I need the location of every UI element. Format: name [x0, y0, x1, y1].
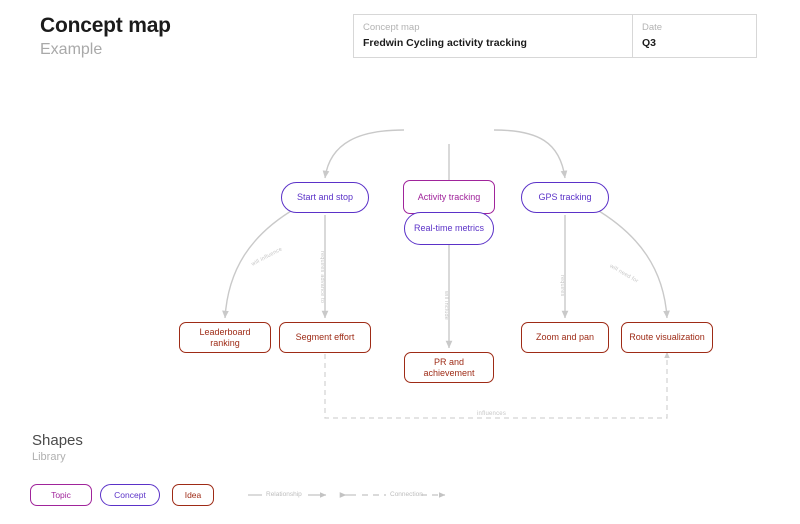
- node-label: Segment effort: [295, 332, 355, 342]
- legend-shape-label: Topic: [51, 490, 71, 500]
- meta-value-date: Q3: [642, 37, 657, 49]
- meta-label-date: Date: [642, 22, 663, 33]
- legend-shape-label: Concept: [114, 490, 146, 500]
- node-start-and-stop[interactable]: Start and stop: [281, 182, 369, 213]
- node-activity-tracking[interactable]: Activity tracking: [403, 180, 495, 214]
- document-meta-table: Concept map Fredwin Cycling activity tra…: [353, 14, 757, 58]
- meta-cell-date: Date Q3: [633, 15, 756, 57]
- legend-line-label-connection: Connection: [390, 491, 423, 498]
- edge-label-requires: requires: [559, 275, 565, 297]
- meta-value-concept-map: Fredwin Cycling activity tracking: [363, 37, 527, 49]
- node-label: Route visualization: [629, 332, 705, 342]
- legend-line-icons: [248, 492, 446, 498]
- edge-label-will-include: will include: [443, 291, 449, 320]
- node-real-time-metrics[interactable]: Real-time metrics: [404, 212, 494, 245]
- legend-shape-label: Idea: [184, 490, 202, 500]
- legend-lines: Relationship Connection: [240, 484, 460, 506]
- legend-subtitle: Library: [32, 451, 66, 463]
- meta-cell-concept-map: Concept map Fredwin Cycling activity tra…: [354, 15, 633, 57]
- node-route-visualization[interactable]: Route visualization: [621, 322, 713, 353]
- page-title: Concept map: [40, 14, 171, 37]
- concept-map-canvas[interactable]: Activity tracking Start and stop Real-ti…: [0, 70, 800, 430]
- legend-shape-concept[interactable]: Concept: [100, 484, 160, 506]
- node-label: Start and stop: [296, 192, 354, 202]
- node-gps-tracking[interactable]: GPS tracking: [521, 182, 609, 213]
- page-subtitle: Example: [40, 41, 103, 58]
- node-zoom-and-pan[interactable]: Zoom and pan: [521, 322, 609, 353]
- node-label: Real-time metrics: [413, 223, 484, 233]
- node-label: Zoom and pan: [535, 332, 595, 342]
- node-label: GPS tracking: [538, 192, 592, 202]
- legend-title: Shapes: [32, 432, 83, 449]
- node-pr-and-achievement[interactable]: PR and achievement: [404, 352, 494, 383]
- legend-shape-topic[interactable]: Topic: [30, 484, 92, 506]
- node-segment-effort[interactable]: Segment effort: [279, 322, 371, 353]
- legend-line-label-relationship: Relationship: [266, 491, 302, 498]
- edge-label-requires-advance-to: requires advance to: [319, 251, 325, 304]
- meta-label-concept-map: Concept map: [363, 22, 420, 33]
- node-leaderboard-ranking[interactable]: Leaderboard ranking: [179, 322, 271, 353]
- node-label: Leaderboard ranking: [199, 326, 251, 348]
- legend-shape-idea[interactable]: Idea: [172, 484, 214, 506]
- edge-layer: [222, 129, 670, 419]
- edge-label-influences: influences: [477, 411, 507, 417]
- node-label: PR and achievement: [423, 356, 475, 378]
- node-label: Activity tracking: [417, 191, 481, 202]
